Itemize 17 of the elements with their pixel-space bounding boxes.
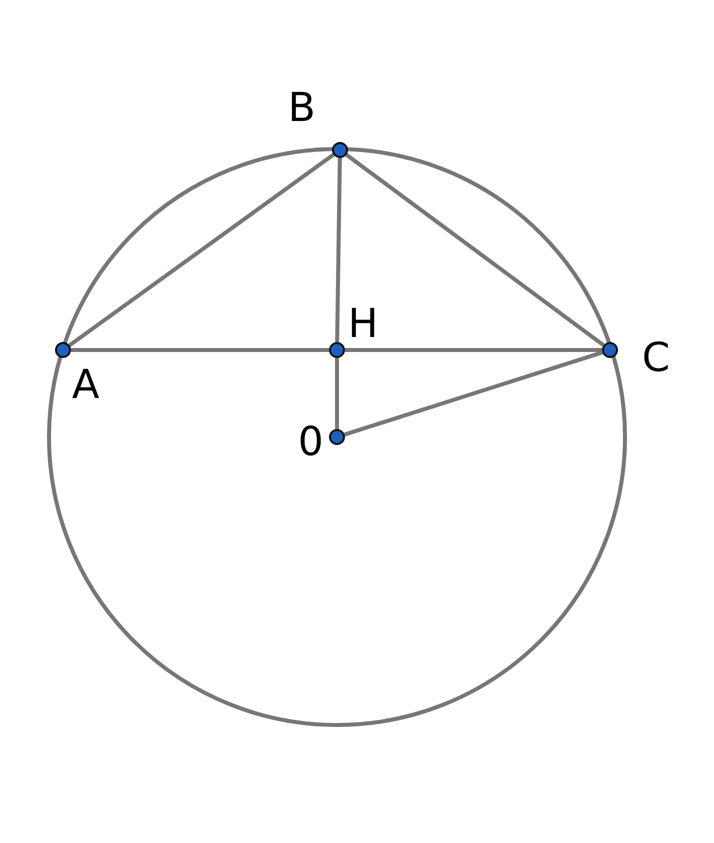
line-segment — [344, 350, 603, 436]
line-segment — [345, 153, 605, 347]
point-label: A — [72, 365, 100, 405]
point-label: 0 — [298, 422, 324, 462]
line-segment — [345, 348, 602, 352]
point-dot — [332, 142, 348, 158]
point-label: C — [642, 338, 670, 378]
point-dot — [329, 429, 345, 445]
point-dot — [329, 342, 345, 358]
point-label: H — [348, 304, 378, 344]
line-segment — [335, 358, 339, 429]
point-dot — [55, 342, 71, 358]
point-dot — [602, 342, 618, 358]
line-segment — [335, 158, 342, 342]
line-segment — [68, 153, 335, 347]
point-label: B — [288, 88, 316, 128]
line-segment — [71, 348, 329, 352]
